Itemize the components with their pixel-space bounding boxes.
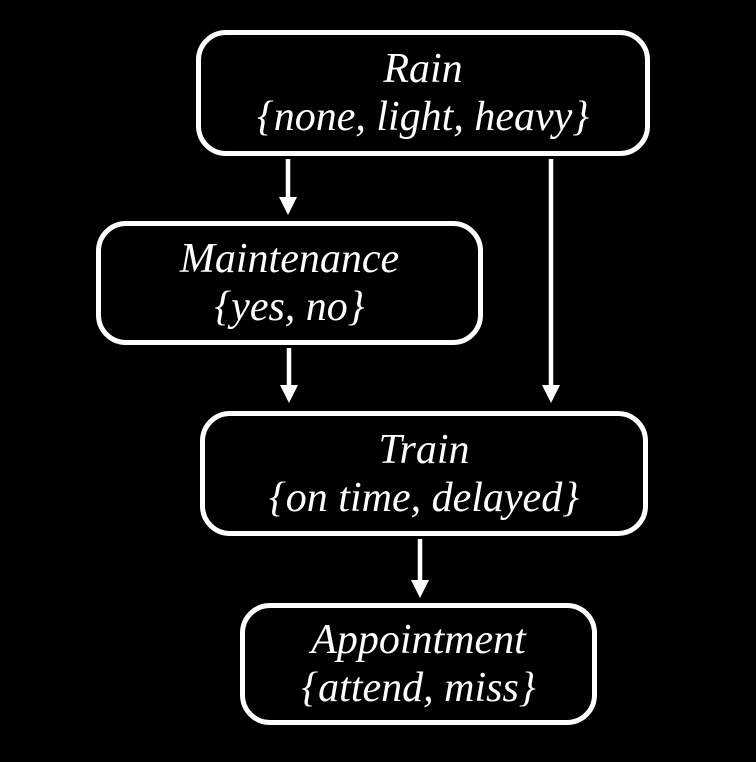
node-train-domain: {on time, delayed} (269, 474, 579, 521)
node-train: Train {on time, delayed} (200, 411, 648, 536)
node-train-label: Train (378, 426, 470, 473)
node-appointment: Appointment {attend, miss} (240, 603, 597, 725)
edge-train-to-appointment (411, 539, 429, 598)
node-appointment-label: Appointment (311, 617, 526, 663)
edge-rain-to-train (542, 159, 560, 403)
node-rain: Rain {none, light, heavy} (196, 30, 650, 156)
node-maintenance: Maintenance {yes, no} (96, 221, 483, 345)
node-maintenance-domain: {yes, no} (214, 284, 365, 330)
edge-maintenance-to-train (280, 348, 298, 403)
node-appointment-domain: {attend, miss} (301, 665, 536, 711)
node-maintenance-label: Maintenance (179, 236, 400, 282)
node-rain-domain: {none, light, heavy} (256, 94, 590, 140)
node-rain-label: Rain (383, 46, 463, 92)
edge-rain-to-maintenance (279, 159, 297, 215)
